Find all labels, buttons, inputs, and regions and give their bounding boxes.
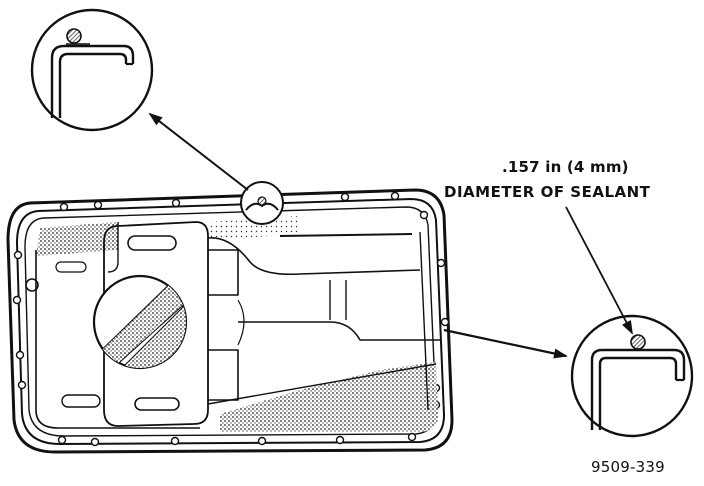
figure-id: 9509-339 bbox=[591, 458, 665, 476]
sealant-description-label: DIAMETER OF SEALANT bbox=[444, 183, 651, 201]
pan-flange-outer bbox=[6, 188, 454, 454]
top-callout-origin bbox=[240, 181, 284, 225]
leader-lines bbox=[148, 112, 633, 359]
leader-arrow-top bbox=[148, 112, 249, 191]
leader-arrow-sealant bbox=[565, 206, 633, 335]
detail-view-right bbox=[570, 314, 694, 438]
bolt-holes bbox=[12, 191, 450, 447]
oil-pan bbox=[6, 188, 454, 454]
inner-well bbox=[103, 221, 209, 427]
leader-arrow-right bbox=[443, 328, 568, 359]
sealant-bead bbox=[16, 198, 445, 445]
sealant-size-label: .157 in (4 mm) bbox=[502, 158, 629, 176]
sealant-bead-icon bbox=[630, 334, 646, 350]
sealant-bead-icon bbox=[66, 28, 82, 44]
detail-view-top bbox=[30, 8, 154, 132]
